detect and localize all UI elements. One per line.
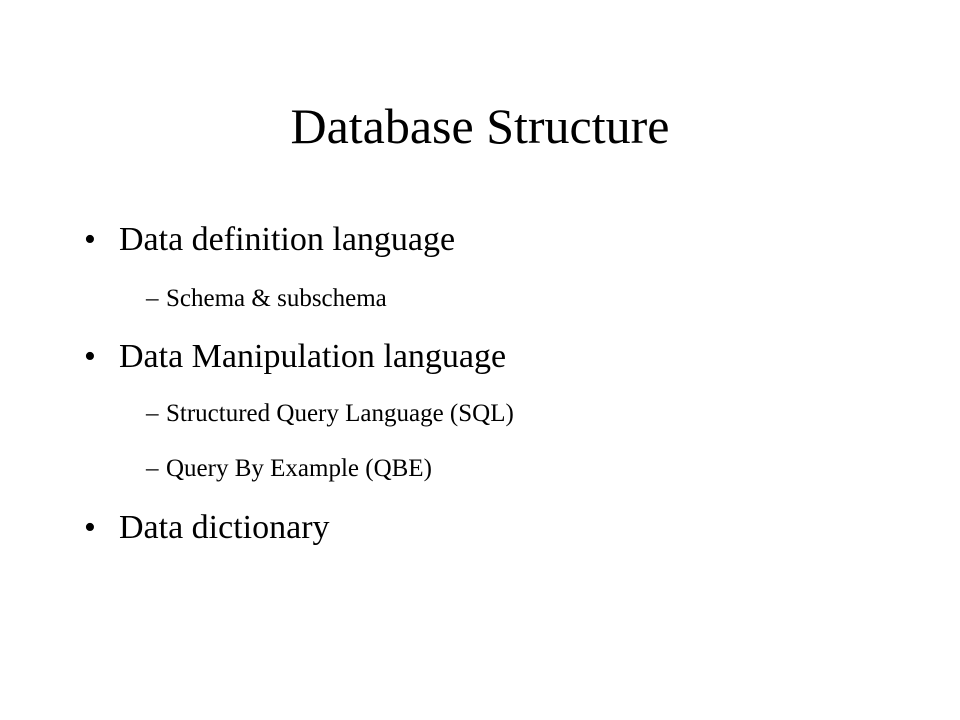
dash-marker: – (146, 400, 159, 427)
bullet-item-data-definition-language: • Data definition language (84, 220, 455, 260)
bullet-marker: • (84, 221, 96, 258)
sub-bullet-text: Query By Example (QBE) (166, 455, 432, 482)
dash-marker: – (146, 455, 159, 482)
bullet-text: Data definition language (119, 221, 456, 258)
sub-bullet-text: Schema & subschema (166, 285, 387, 312)
dash-marker: – (146, 285, 159, 312)
slide-title: Database Structure (290, 98, 670, 154)
bullet-item-data-dictionary: • Data dictionary (84, 508, 330, 548)
sub-bullet-item-schema: –Schema & subschema (146, 284, 387, 314)
sub-bullet-text: Structured Query Language (SQL) (166, 400, 514, 427)
bullet-item-data-manipulation-language: • Data Manipulation language (84, 337, 506, 377)
bullet-text: Data dictionary (119, 509, 330, 546)
bullet-marker: • (84, 338, 96, 375)
bullet-marker: • (84, 509, 96, 546)
sub-bullet-item-sql: –Structured Query Language (SQL) (146, 399, 514, 429)
bullet-text: Data Manipulation language (119, 338, 507, 375)
sub-bullet-item-qbe: –Query By Example (QBE) (146, 454, 432, 484)
